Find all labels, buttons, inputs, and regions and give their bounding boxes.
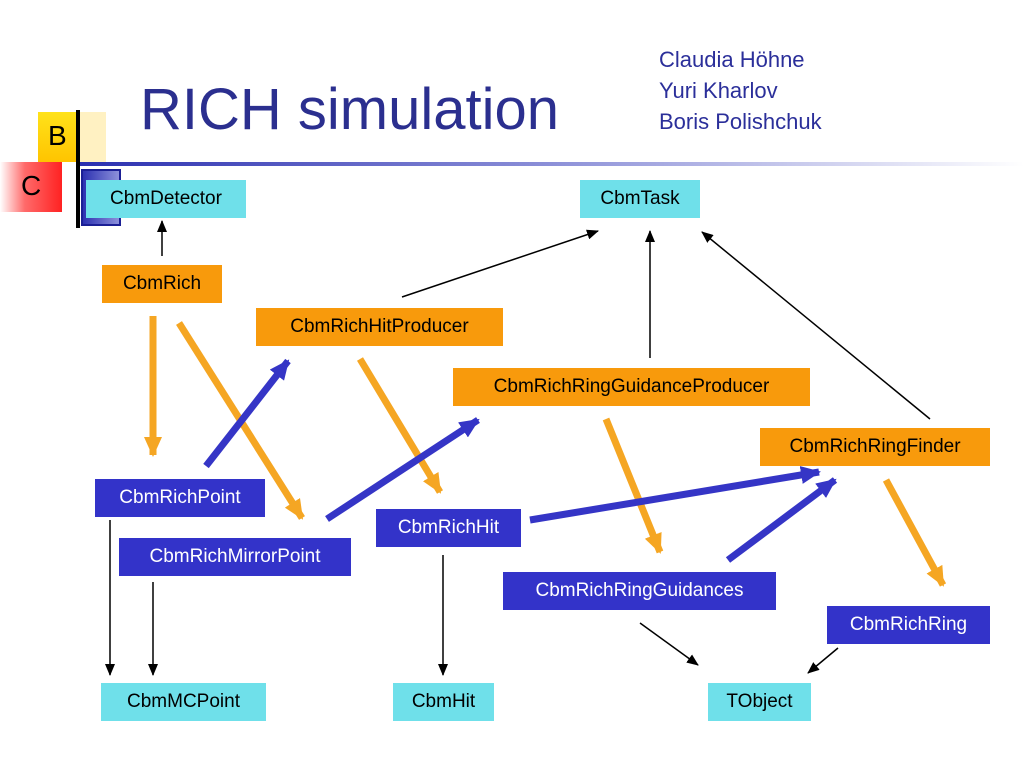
arrow-guidances-consumed-by-ringfinder <box>725 477 838 563</box>
arrow-ringfinder-produces-richring <box>882 478 947 587</box>
logo-letter-b: B <box>48 120 67 151</box>
node-cbm-detector: CbmDetector <box>86 180 246 218</box>
author-list: Claudia Höhne Yuri Kharlov Boris Polishc… <box>659 44 822 137</box>
author-name: Yuri Kharlov <box>659 78 778 103</box>
header-divider-line <box>78 162 1024 166</box>
node-cbm-rich-hit: CbmRichHit <box>376 509 521 547</box>
node-cbm-rich-ring: CbmRichRing <box>827 606 990 644</box>
node-cbm-rich: CbmRich <box>102 265 222 303</box>
author-name: Boris Polishchuk <box>659 109 822 134</box>
logo-yellow-square <box>38 112 78 162</box>
node-cbm-rich-hit-producer: CbmRichHitProducer <box>256 308 503 346</box>
arrow-hitproducer-produces-richhit <box>357 357 443 494</box>
arrow-guidances-to-tobject <box>639 622 699 666</box>
node-t-object: TObject <box>708 683 811 721</box>
node-cbm-rich-mirror-point: CbmRichMirrorPoint <box>119 538 351 576</box>
arrow-richpoint-consumed-by-hitproducer <box>203 358 291 469</box>
arrow-hitproducer-to-cbmtask <box>401 229 599 298</box>
arrow-guidanceproducer-produces-guidances <box>602 417 664 554</box>
logo-vertical-bar <box>76 110 80 228</box>
logo-red-square <box>0 162 62 212</box>
arrow-mirrorpoint-consumed-by-guidanceproducer <box>325 417 480 522</box>
node-cbm-rich-ring-finder: CbmRichRingFinder <box>760 428 990 466</box>
arrow-richring-to-tobject <box>807 647 839 674</box>
slide-title: RICH simulation <box>140 77 559 142</box>
node-cbm-task: CbmTask <box>580 180 700 218</box>
arrow-ringfinder-to-cbmtask <box>701 231 931 420</box>
node-cbm-rich-point: CbmRichPoint <box>95 479 265 517</box>
node-cbm-rich-ring-guidance-producer: CbmRichRingGuidanceProducer <box>453 368 810 406</box>
node-cbm-hit: CbmHit <box>393 683 494 721</box>
node-cbm-rich-ring-guidances: CbmRichRingGuidances <box>503 572 776 610</box>
logo-letter-c: C <box>21 170 42 201</box>
arrow-richhit-consumed-by-ringfinder <box>529 466 821 524</box>
node-cbm-mc-point: CbmMCPoint <box>101 683 266 721</box>
author-name: Claudia Höhne <box>659 47 805 72</box>
